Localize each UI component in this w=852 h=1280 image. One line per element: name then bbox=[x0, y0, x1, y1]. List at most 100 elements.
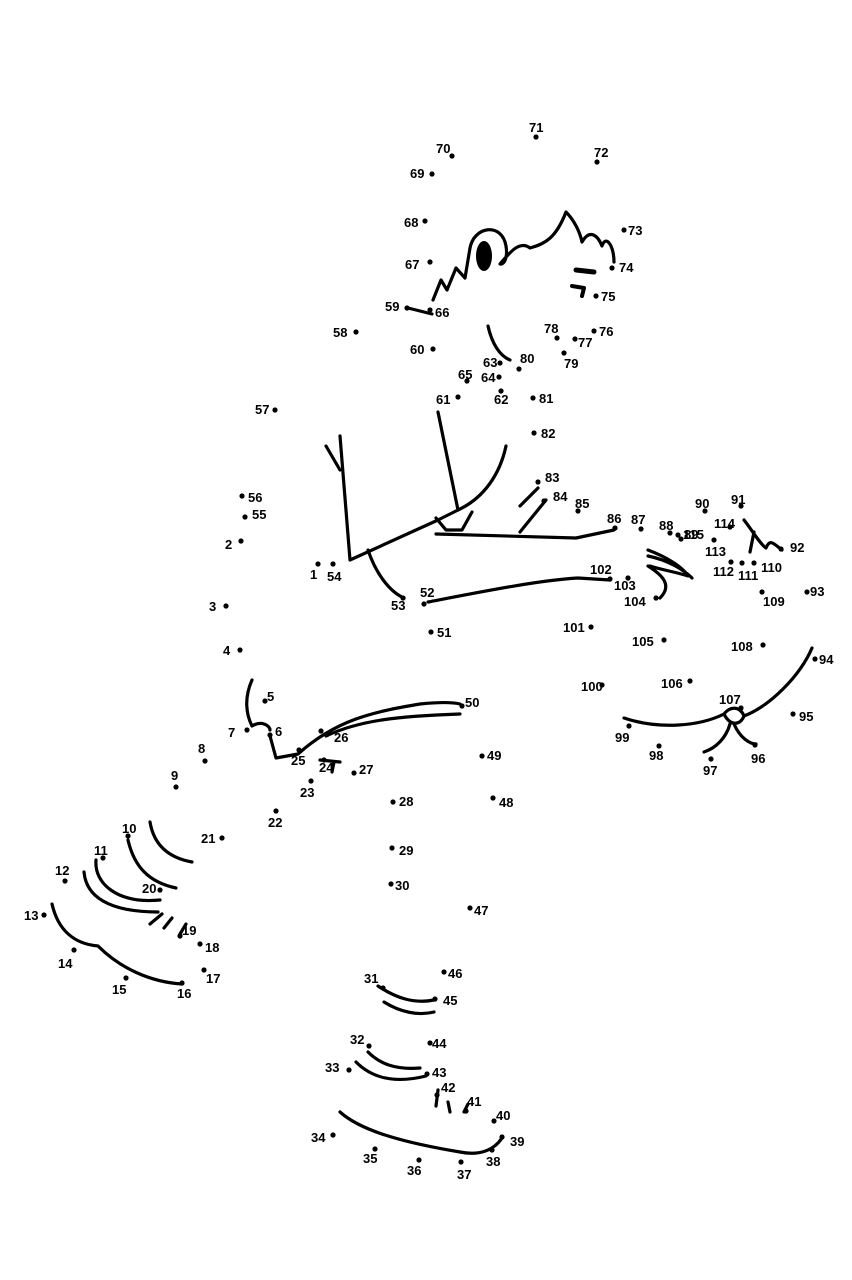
dot-label-53: 53 bbox=[391, 598, 405, 613]
dot-label-59: 59 bbox=[385, 299, 399, 314]
dot-label-54: 54 bbox=[327, 569, 342, 584]
dot-25 bbox=[296, 747, 302, 753]
chest-line-2 bbox=[518, 486, 540, 508]
dot-label-15: 15 bbox=[112, 982, 126, 997]
dot-label-20: 20 bbox=[142, 881, 156, 896]
dot-39 bbox=[499, 1134, 505, 1140]
dot-label-51: 51 bbox=[437, 625, 451, 640]
dot-label-102: 102 bbox=[590, 562, 612, 577]
dot-10 bbox=[125, 833, 131, 839]
dot-79 bbox=[561, 350, 567, 356]
dot-label-114: 114 bbox=[714, 516, 736, 531]
dot-label-104: 104 bbox=[624, 594, 646, 609]
dot-label-61: 61 bbox=[436, 392, 450, 407]
dot-label-41: 41 bbox=[467, 1094, 481, 1109]
hand-fingers bbox=[646, 548, 694, 600]
dot-label-55: 55 bbox=[252, 507, 266, 522]
dot-label-106: 106 bbox=[661, 676, 683, 691]
dot-7 bbox=[244, 727, 250, 733]
dot-48 bbox=[490, 795, 496, 801]
dot-111 bbox=[739, 560, 745, 566]
dot-label-115: 115 bbox=[683, 527, 704, 542]
dot-label-12: 12 bbox=[55, 863, 69, 878]
dot-label-34: 34 bbox=[311, 1130, 326, 1145]
dot-label-26: 26 bbox=[334, 730, 348, 745]
dot-20 bbox=[157, 887, 163, 893]
shoe-lace-4 bbox=[82, 870, 160, 914]
dot-label-103: 103 bbox=[614, 578, 636, 593]
dot-label-78: 78 bbox=[544, 321, 558, 336]
dot-96 bbox=[752, 742, 758, 748]
toy-leg-2 bbox=[732, 722, 758, 746]
dot-85 bbox=[575, 508, 581, 514]
dot-label-66: 66 bbox=[435, 305, 449, 320]
dot-27 bbox=[351, 770, 357, 776]
dot-label-22: 22 bbox=[268, 815, 282, 830]
dot-label-64: 64 bbox=[481, 370, 496, 385]
dot-label-2: 2 bbox=[225, 537, 232, 552]
dot-49 bbox=[479, 753, 485, 759]
dot-110 bbox=[751, 560, 757, 566]
dot-94 bbox=[812, 656, 818, 662]
dot-label-35: 35 bbox=[363, 1151, 377, 1166]
dot-84 bbox=[541, 498, 547, 504]
dot-label-52: 52 bbox=[420, 585, 434, 600]
shoe-lace-1 bbox=[148, 820, 194, 864]
shoe-tip-marks bbox=[148, 912, 188, 936]
dot-42 bbox=[434, 1092, 440, 1098]
dot-6 bbox=[267, 732, 273, 738]
hand-thumb bbox=[742, 518, 784, 554]
dot-label-40: 40 bbox=[496, 1108, 510, 1123]
dot-47 bbox=[467, 905, 473, 911]
dot-label-4: 4 bbox=[223, 643, 231, 658]
dot-label-28: 28 bbox=[399, 794, 413, 809]
dot-95 bbox=[790, 711, 796, 717]
dot-label-36: 36 bbox=[407, 1163, 421, 1178]
dot-label-76: 76 bbox=[599, 324, 613, 339]
dot-label-112: 112 bbox=[713, 564, 734, 579]
dot-112 bbox=[728, 559, 734, 565]
dot-44 bbox=[427, 1040, 433, 1046]
dot-17 bbox=[201, 967, 207, 973]
eyebrow-mark bbox=[573, 267, 597, 275]
dot-34 bbox=[330, 1132, 336, 1138]
left-leg-line-2 bbox=[324, 712, 462, 738]
dot-59 bbox=[404, 305, 410, 311]
dot-label-6: 6 bbox=[275, 724, 282, 739]
dot-label-97: 97 bbox=[703, 763, 717, 778]
right-shoe-line-3 bbox=[366, 1050, 422, 1070]
dot-105 bbox=[661, 637, 667, 643]
dot-89 bbox=[678, 536, 684, 542]
dot-99 bbox=[626, 723, 632, 729]
dot-label-101: 101 bbox=[563, 620, 585, 635]
dot-label-42: 42 bbox=[441, 1080, 455, 1095]
dot-label-109: 109 bbox=[763, 594, 785, 609]
dot-label-19: 19 bbox=[182, 923, 196, 938]
dot-19 bbox=[177, 933, 183, 939]
dot-102 bbox=[607, 576, 613, 582]
left-shoe-sole bbox=[50, 902, 184, 986]
dot-23 bbox=[308, 778, 314, 784]
dot-label-60: 60 bbox=[410, 342, 424, 357]
dot-64 bbox=[496, 374, 502, 380]
dot-label-16: 16 bbox=[177, 986, 191, 1001]
dot-label-94: 94 bbox=[819, 652, 834, 667]
dot-92 bbox=[778, 546, 784, 552]
dot-label-1: 1 bbox=[310, 567, 317, 582]
dot-82 bbox=[531, 430, 537, 436]
dot-61 bbox=[455, 394, 461, 400]
dot-80 bbox=[516, 366, 522, 372]
dot-label-9: 9 bbox=[171, 768, 178, 783]
dot-label-100: 100 bbox=[581, 679, 603, 694]
dot-label-44: 44 bbox=[432, 1036, 447, 1051]
dot-18 bbox=[197, 941, 203, 947]
dot-label-89: 89 bbox=[684, 527, 698, 542]
dot-label-96: 96 bbox=[751, 751, 765, 766]
dot-label-46: 46 bbox=[448, 966, 462, 981]
dot-label-80: 80 bbox=[520, 351, 534, 366]
shoe-lace-3 bbox=[94, 858, 162, 903]
right-shoe-line-4 bbox=[354, 1060, 428, 1082]
dot-label-21: 21 bbox=[201, 831, 215, 846]
dot-label-62: 62 bbox=[494, 392, 508, 407]
dot-40 bbox=[491, 1118, 497, 1124]
